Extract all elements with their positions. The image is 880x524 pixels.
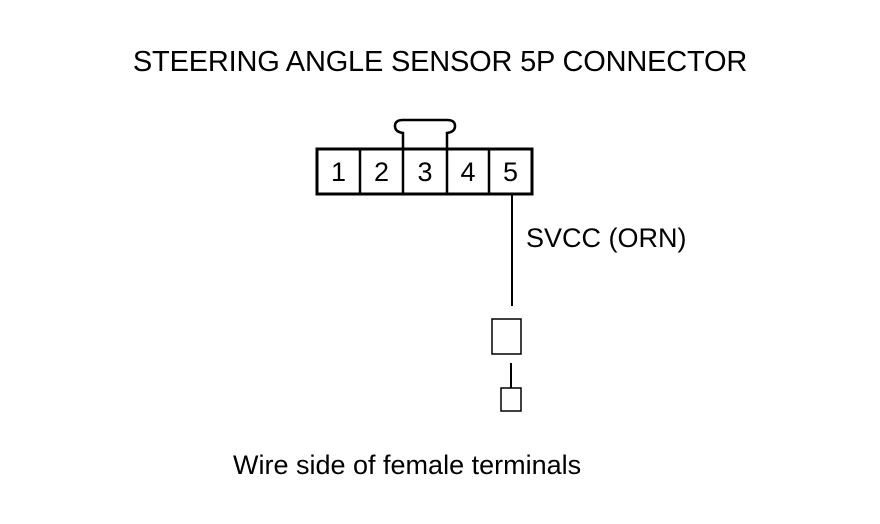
connector-body <box>315 147 534 196</box>
pin-5-label: 5 <box>503 157 518 187</box>
pin-dividers <box>358 149 491 194</box>
pin-2-label: 2 <box>374 157 389 187</box>
probe-connector-lower <box>500 387 522 412</box>
pin-3-label: 3 <box>417 157 432 187</box>
diagram-caption: Wire side of female terminals <box>233 450 582 480</box>
pin-1-label: 1 <box>331 157 346 187</box>
probe-connector-upper <box>491 318 522 355</box>
diagram-title: STEERING ANGLE SENSOR 5P CONNECTOR <box>132 46 748 78</box>
wire-label: SVCC (ORN) <box>526 223 687 253</box>
pin-4-label: 4 <box>460 157 475 187</box>
connector-lock-tab <box>393 118 457 149</box>
pin-labels: 1 2 3 4 5 <box>331 157 518 187</box>
